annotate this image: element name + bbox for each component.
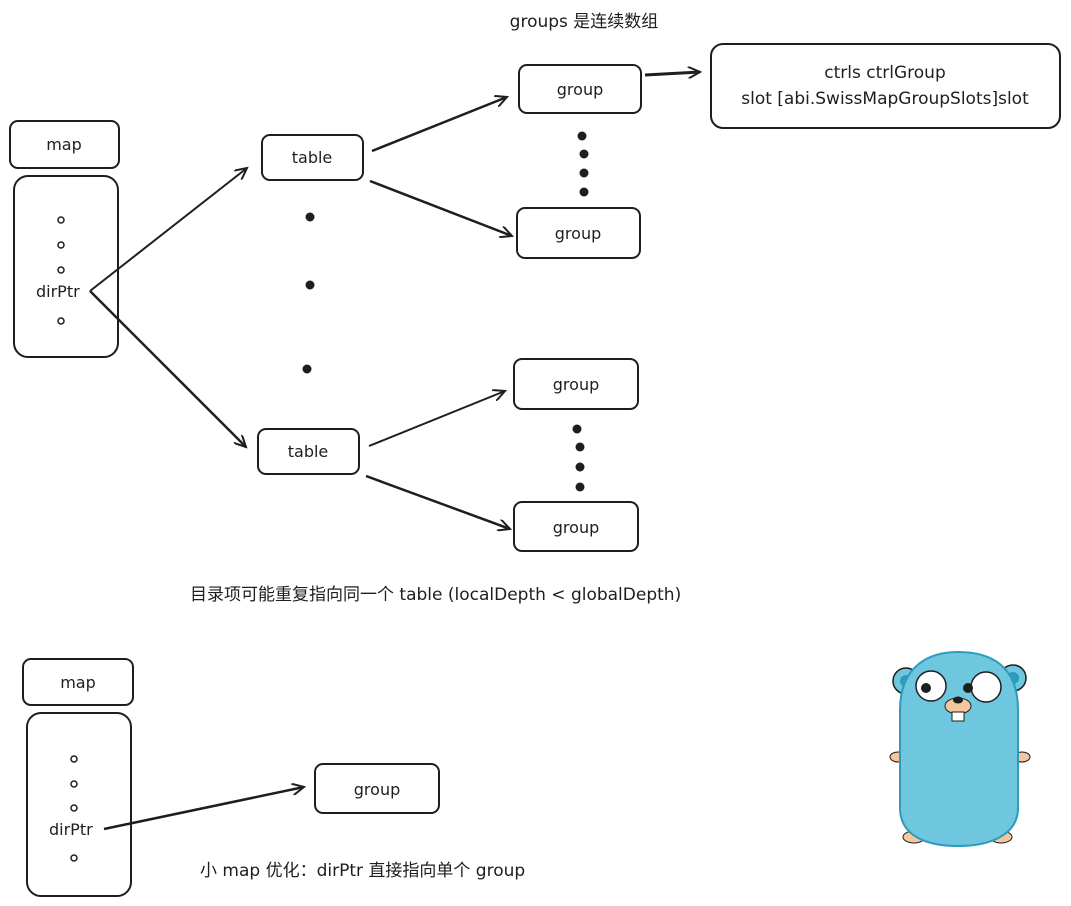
ctrl-box: ctrls ctrlGroup slot [abi.SwissMapGroupS… [710, 43, 1061, 129]
ellipsis-dot [575, 442, 585, 452]
ctrl-line-1: ctrls ctrlGroup [824, 63, 945, 83]
arrow-table-lower-to-group-4 [365, 474, 510, 529]
directory-slot [57, 241, 65, 249]
directory-slot [57, 317, 65, 325]
small-dir-ptr-label: dirPtr [49, 820, 93, 839]
directory-slot [57, 216, 65, 224]
small-group-box: group [314, 763, 440, 814]
arrow-dirptr-to-group [103, 787, 304, 831]
group-box-2: group [516, 207, 641, 259]
groups-note: groups 是连续数组 [510, 12, 659, 32]
gopher-mascot-icon [889, 650, 1031, 848]
small-map-box: map [22, 658, 134, 706]
small-directory-box: dirPtr [26, 712, 132, 897]
directory-slot [70, 804, 78, 812]
ellipsis-dot [305, 280, 315, 290]
arrow-dirptr-to-table-upper [89, 168, 247, 292]
dir-ptr-label: dirPtr [36, 282, 80, 301]
directory-slot [57, 266, 65, 274]
ellipsis-dot [305, 212, 315, 222]
ellipsis-dot [575, 462, 585, 472]
group-box-1: group [518, 64, 642, 114]
arrow-group-to-ctrl [644, 72, 700, 75]
group-box-4: group [513, 501, 639, 552]
directory-note: 目录项可能重复指向同一个 table (localDepth < globalD… [190, 585, 681, 605]
directory-slot [70, 854, 78, 862]
ellipsis-dot [575, 482, 585, 492]
ellipsis-dot [579, 149, 589, 159]
arrow-table-upper-to-group-2 [369, 179, 512, 236]
group-2-label: group [555, 224, 601, 243]
directory-slot [70, 755, 78, 763]
ellipsis-dot [579, 168, 589, 178]
small-map-note: 小 map 优化：dirPtr 直接指向单个 group [200, 861, 525, 881]
ctrl-line-2: slot [abi.SwissMapGroupSlots]slot [741, 89, 1029, 109]
directory-slot [70, 780, 78, 788]
small-map-label: map [60, 673, 96, 692]
ellipsis-dot [579, 187, 589, 197]
table-upper-label: table [292, 148, 333, 167]
ellipsis-dot [577, 131, 587, 141]
group-3-label: group [553, 375, 599, 394]
table-lower: table [257, 428, 360, 475]
group-box-3: group [513, 358, 639, 410]
arrow-dirptr-to-table-lower [89, 290, 246, 447]
ellipsis-dot [572, 424, 582, 434]
table-lower-label: table [288, 442, 329, 461]
map-box: map [9, 120, 120, 169]
map-label: map [46, 135, 82, 154]
arrow-table-upper-to-group-1 [371, 97, 507, 153]
group-1-label: group [557, 80, 603, 99]
directory-box: dirPtr [13, 175, 119, 358]
ellipsis-dot [302, 364, 312, 374]
group-4-label: group [553, 518, 599, 537]
arrow-table-lower-to-group-3 [368, 391, 505, 447]
small-group-label: group [354, 780, 400, 799]
table-upper: table [261, 134, 364, 181]
